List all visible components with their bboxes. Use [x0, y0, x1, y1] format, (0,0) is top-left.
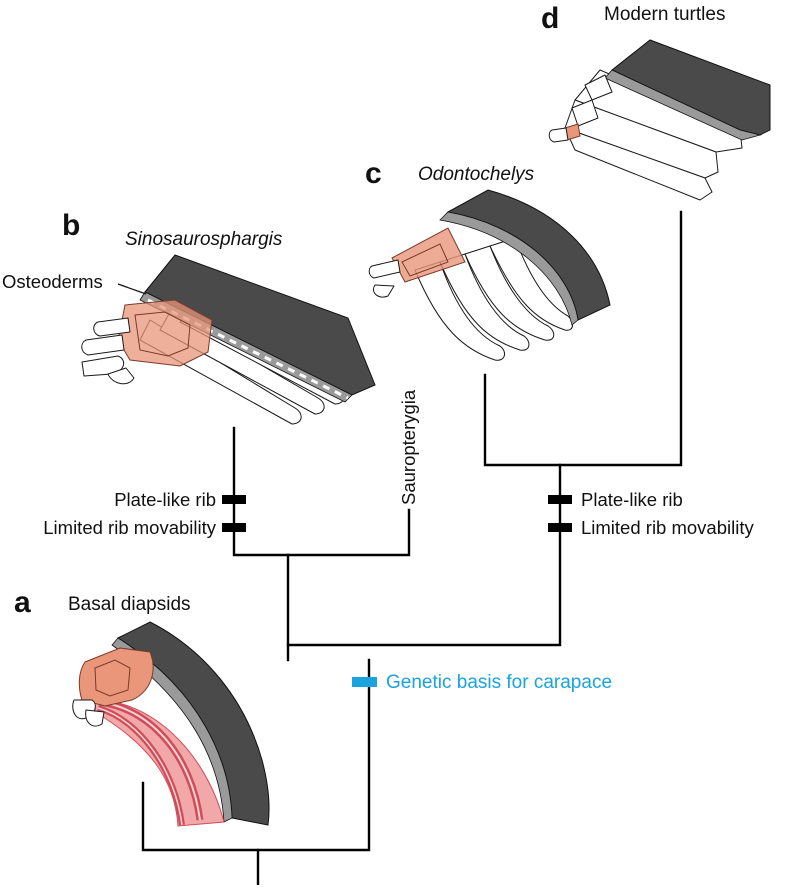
panel-letter-a: a	[14, 586, 31, 619]
tick-genetic-basis	[352, 677, 377, 687]
node-sauropterygia	[286, 508, 411, 647]
right-limited-movability-label: Limited rib movability	[581, 517, 754, 538]
panel-letter-b: b	[62, 209, 80, 242]
node-eusauropterygia-turtle	[286, 498, 562, 662]
panel-letter-c: c	[365, 157, 382, 190]
process-b-1	[93, 317, 131, 337]
illustration-sinosaurosphargis	[81, 254, 376, 425]
carapace-inner-d	[604, 69, 762, 141]
vertebrae-c-detail	[401, 243, 449, 277]
plate-rib-d-3	[564, 127, 713, 201]
taxon-modern-turtles: Modern turtles	[604, 4, 725, 25]
process-c-1	[368, 259, 401, 279]
process-b-2	[81, 334, 125, 356]
node-turtles	[483, 373, 562, 502]
carapace-inner-a	[111, 637, 233, 823]
illustration-modern-turtles	[548, 39, 771, 201]
plate-rib-d-2	[564, 99, 719, 179]
vertebrae-a	[78, 647, 154, 707]
tick-left-limited-movability	[222, 523, 246, 532]
rib-a-4	[97, 707, 183, 826]
tick-left-plate-like-rib	[222, 495, 246, 504]
vertebra-process-a2	[85, 709, 105, 727]
right-plate-like-rib-label: Plate-like rib	[581, 489, 683, 510]
rib-c-4	[489, 237, 573, 331]
osteoderms-label: Osteoderms	[2, 271, 103, 292]
genetic-basis-label: Genetic basis for carapace	[386, 672, 612, 693]
branch-modern-turtles	[558, 210, 683, 467]
rib-c-2	[439, 253, 530, 351]
rib-a-2	[99, 701, 201, 821]
text-labels: a b c d Basal diapsids Sinosaurosphargis…	[2, 2, 754, 693]
taxon-basal-diapsids: Basal diapsids	[68, 594, 191, 615]
tick-right-plate-like-rib	[548, 495, 572, 504]
vertebrae-a-detail	[94, 659, 131, 697]
process-b-4	[107, 367, 135, 385]
osteoderm-dashes-b	[147, 298, 349, 400]
character-ticks	[222, 495, 572, 687]
rib-c-1	[414, 261, 506, 361]
left-plate-like-rib-label: Plate-like rib	[114, 489, 216, 510]
vertebrae-c	[391, 227, 466, 283]
phylogenetic-tree	[141, 210, 683, 887]
osteoderm-pointer	[117, 283, 147, 295]
carapace-inner-c	[439, 211, 579, 326]
vertebra-d-2	[571, 99, 599, 127]
root-branch	[141, 658, 371, 852]
illustration-basal-diapsids	[72, 621, 270, 827]
process-c-2	[373, 284, 395, 298]
process-d-1	[548, 127, 569, 143]
vertebrae-b-detail	[134, 311, 191, 357]
vertebra-d-1	[584, 74, 613, 101]
sauropterygia-label: Sauropterygia	[398, 389, 419, 505]
tick-right-limited-movability	[548, 523, 572, 532]
left-limited-movability-label: Limited rib movability	[43, 517, 216, 538]
taxon-sinosaurosphargis: Sinosaurosphargis	[125, 229, 283, 250]
branch-sinosaurosphargis	[232, 426, 290, 557]
illustration-odontochelys	[368, 189, 611, 361]
panel-letter-d: d	[541, 2, 559, 35]
rib-c-3	[464, 245, 555, 341]
taxon-odontochelys: Odontochelys	[418, 164, 535, 185]
